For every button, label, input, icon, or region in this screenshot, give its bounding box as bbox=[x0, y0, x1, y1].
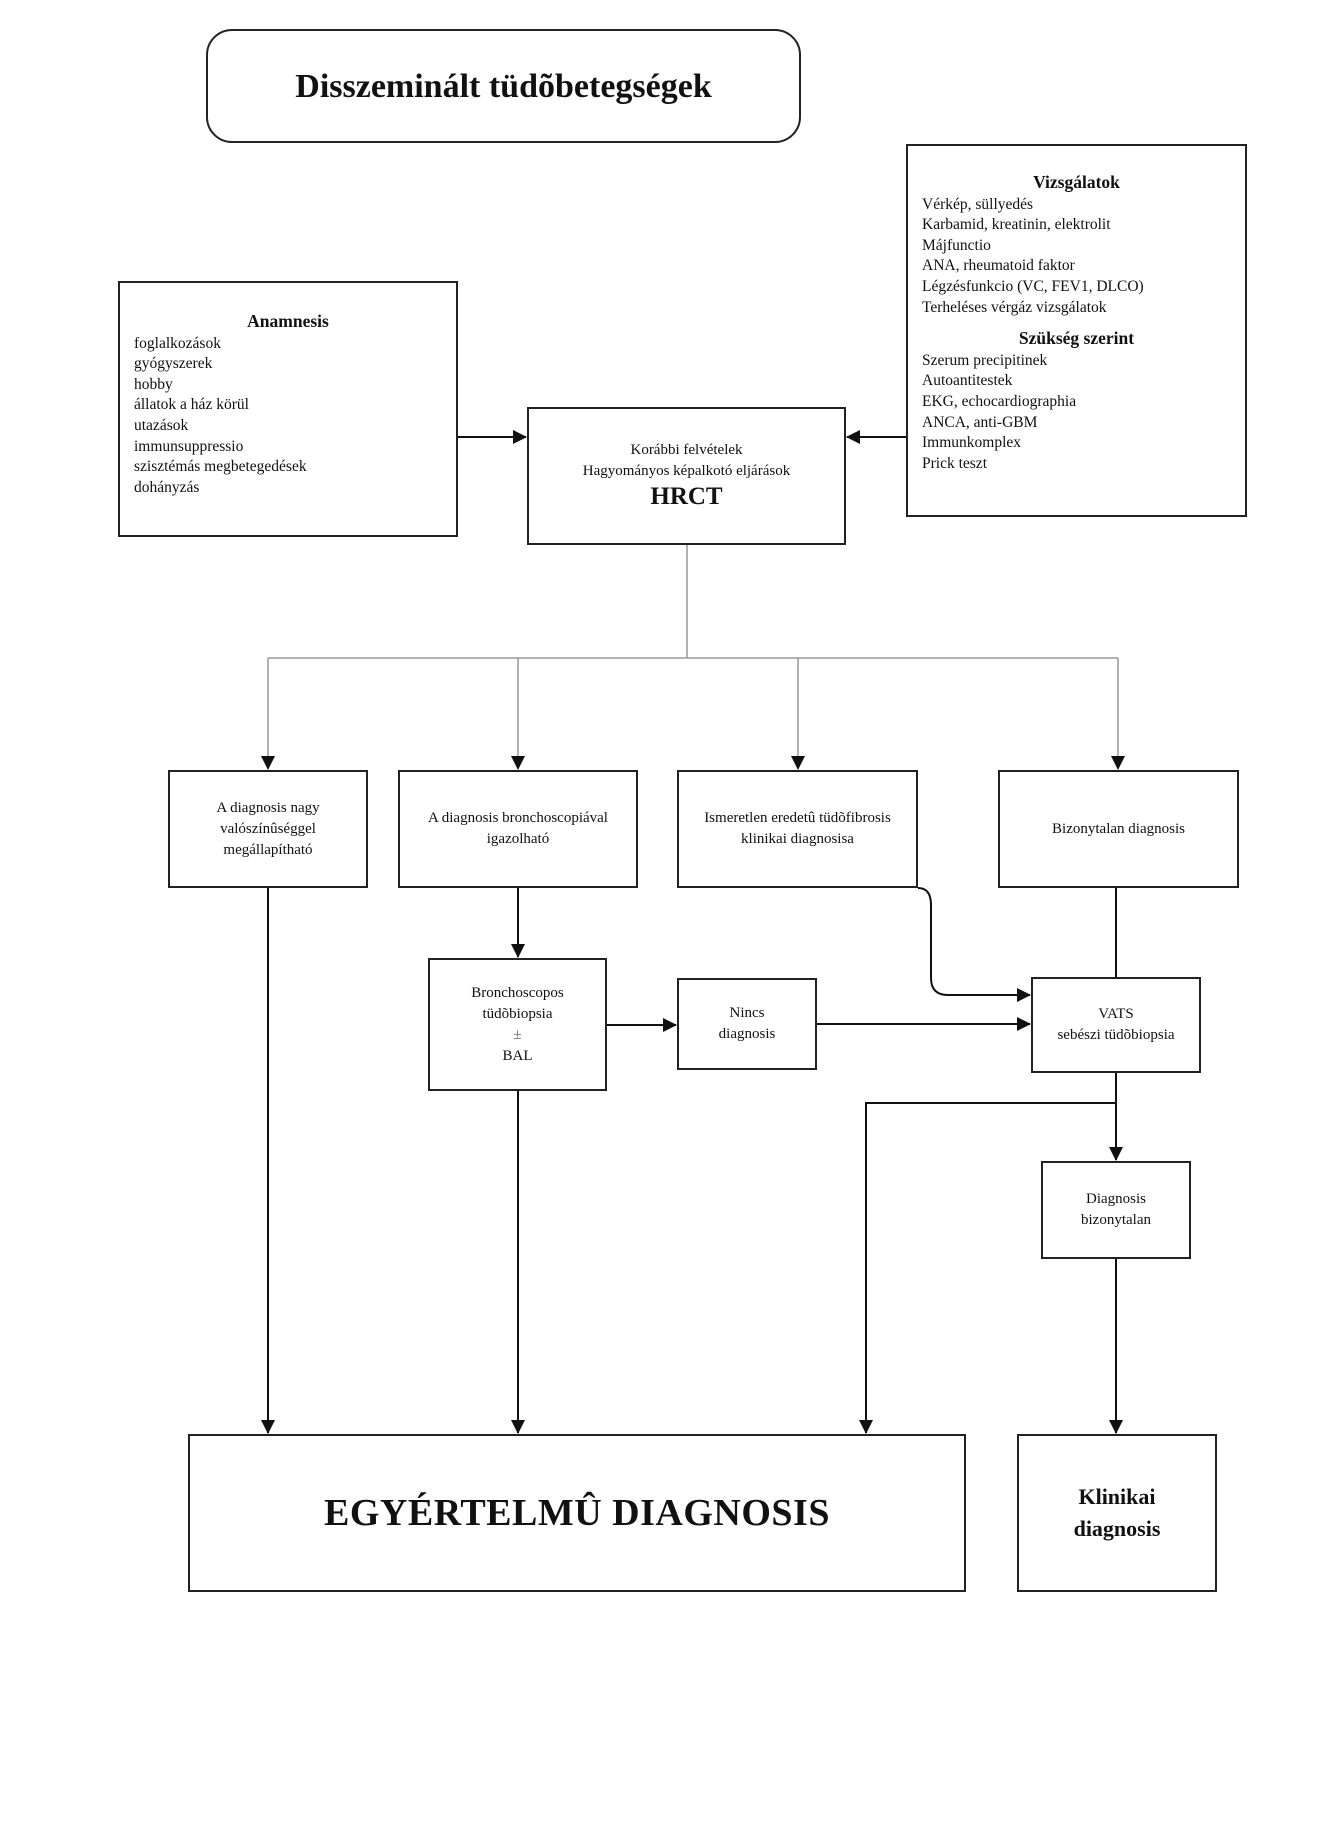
szukseg-item: ANCA, anti-GBM bbox=[922, 413, 1038, 431]
nincs-diagnosis-box: Nincs diagnosis bbox=[677, 978, 817, 1070]
plus-minus-symbol: ± bbox=[513, 1026, 522, 1043]
branch-text: igazolható bbox=[486, 831, 550, 847]
page-title: Disszeminált tüdõbetegségek bbox=[295, 67, 712, 105]
vats-text: VATS bbox=[1098, 1006, 1134, 1022]
vizsgalatok-item: Terheléses vérgáz vizsgálatok bbox=[922, 298, 1107, 316]
nincs-text: Nincs bbox=[729, 1005, 765, 1021]
szukseg-heading: Szükség szerint bbox=[1018, 328, 1135, 349]
szukseg-item: Immunkomplex bbox=[922, 434, 1022, 452]
bronch-text: BAL bbox=[502, 1047, 533, 1064]
bronchoscopy-box: Bronchoscopos tüdõbiopsia ± BAL bbox=[428, 958, 607, 1091]
anamnesis-item: hobby bbox=[134, 375, 173, 393]
vats-box: VATS sebészi tüdõbiopsia bbox=[1031, 977, 1201, 1073]
anamnesis-item: immunsuppressio bbox=[134, 437, 244, 455]
vats-text: sebészi tüdõbiopsia bbox=[1057, 1027, 1175, 1043]
anamnesis-item: utazások bbox=[134, 416, 189, 434]
anamnesis-item: gyógyszerek bbox=[134, 355, 213, 373]
anamnesis-item: állatok a ház körül bbox=[134, 396, 249, 414]
bronch-text: tüdõbiopsia bbox=[482, 1005, 553, 1022]
anamnesis-item: szisztémás megbetegedések bbox=[134, 458, 307, 476]
hrct-main: HRCT bbox=[650, 483, 723, 510]
anamnesis-box: Anamnesis foglalkozások gyógyszerek hobb… bbox=[118, 281, 458, 537]
vizsgalatok-heading: Vizsgálatok bbox=[1033, 172, 1120, 192]
branch-text: Bizonytalan diagnosis bbox=[1052, 820, 1185, 837]
vizsgalatok-box: Vizsgálatok Vérkép, süllyedés Karbamid, … bbox=[906, 144, 1247, 517]
branch-text: klinikai diagnosisa bbox=[741, 831, 854, 847]
branch-box-2: A diagnosis bronchoscopiával igazolható bbox=[398, 770, 638, 888]
egyertelmu-text: EGYÉRTELMÛ DIAGNOSIS bbox=[324, 1491, 830, 1534]
klinikai-text: diagnosis bbox=[1073, 1516, 1161, 1541]
branch-box-3: Ismeretlen eredetû tüdõfibrosis klinikai… bbox=[677, 770, 918, 888]
branch-text: Ismeretlen eredetû tüdõfibrosis bbox=[704, 810, 891, 826]
branch-text: A diagnosis bronchoscopiával bbox=[428, 810, 608, 826]
branch-text: megállapítható bbox=[223, 841, 313, 858]
vizsgalatok-item: Légzésfunkcio (VC, FEV1, DLCO) bbox=[922, 277, 1144, 295]
branch-text: A diagnosis nagy bbox=[216, 799, 320, 816]
szukseg-item: Prick teszt bbox=[922, 454, 987, 472]
title-box: Disszeminált tüdõbetegségek bbox=[206, 29, 801, 143]
hrct-box: Korábbi felvételek Hagyományos képalkotó… bbox=[527, 407, 846, 545]
vizsgalatok-item: Májfunctio bbox=[922, 236, 991, 254]
branch-box-4: Bizonytalan diagnosis bbox=[998, 770, 1239, 888]
szukseg-item: Autoantitestek bbox=[922, 372, 1013, 390]
vizsgalatok-item: Karbamid, kreatinin, elektrolit bbox=[922, 216, 1111, 234]
diagbiz-text: bizonytalan bbox=[1081, 1212, 1151, 1228]
hrct-line2: Hagyományos képalkotó eljárások bbox=[582, 463, 791, 479]
branch-text: valószínûséggel bbox=[220, 820, 316, 837]
szukseg-item: Szerum precipitinek bbox=[922, 351, 1048, 369]
branch-box-1: A diagnosis nagy valószínûséggel megálla… bbox=[168, 770, 368, 888]
anamnesis-heading: Anamnesis bbox=[247, 311, 329, 331]
klinikai-diagnosis-box: Klinikai diagnosis bbox=[1017, 1434, 1217, 1592]
vizsgalatok-item: ANA, rheumatoid faktor bbox=[922, 257, 1075, 275]
arrow-vats-egyertelmu bbox=[859, 1102, 1116, 1434]
nincs-text: diagnosis bbox=[718, 1026, 776, 1042]
anamnesis-item: foglalkozások bbox=[134, 334, 221, 352]
klinikai-text: Klinikai bbox=[1078, 1484, 1156, 1509]
hrct-line1: Korábbi felvételek bbox=[630, 442, 743, 458]
diagnosis-bizonytalan-box: Diagnosis bizonytalan bbox=[1041, 1161, 1191, 1259]
szukseg-item: EKG, echocardiographia bbox=[922, 392, 1077, 410]
arrow-branch3-vats bbox=[917, 887, 1031, 1002]
diagbiz-text: Diagnosis bbox=[1086, 1191, 1146, 1207]
bronch-text: Bronchoscopos bbox=[471, 984, 564, 1001]
vizsgalatok-item: Vérkép, süllyedés bbox=[922, 195, 1034, 213]
anamnesis-item: dohányzás bbox=[134, 478, 200, 496]
egyertelmu-diagnosis-box: EGYÉRTELMÛ DIAGNOSIS bbox=[188, 1434, 966, 1592]
